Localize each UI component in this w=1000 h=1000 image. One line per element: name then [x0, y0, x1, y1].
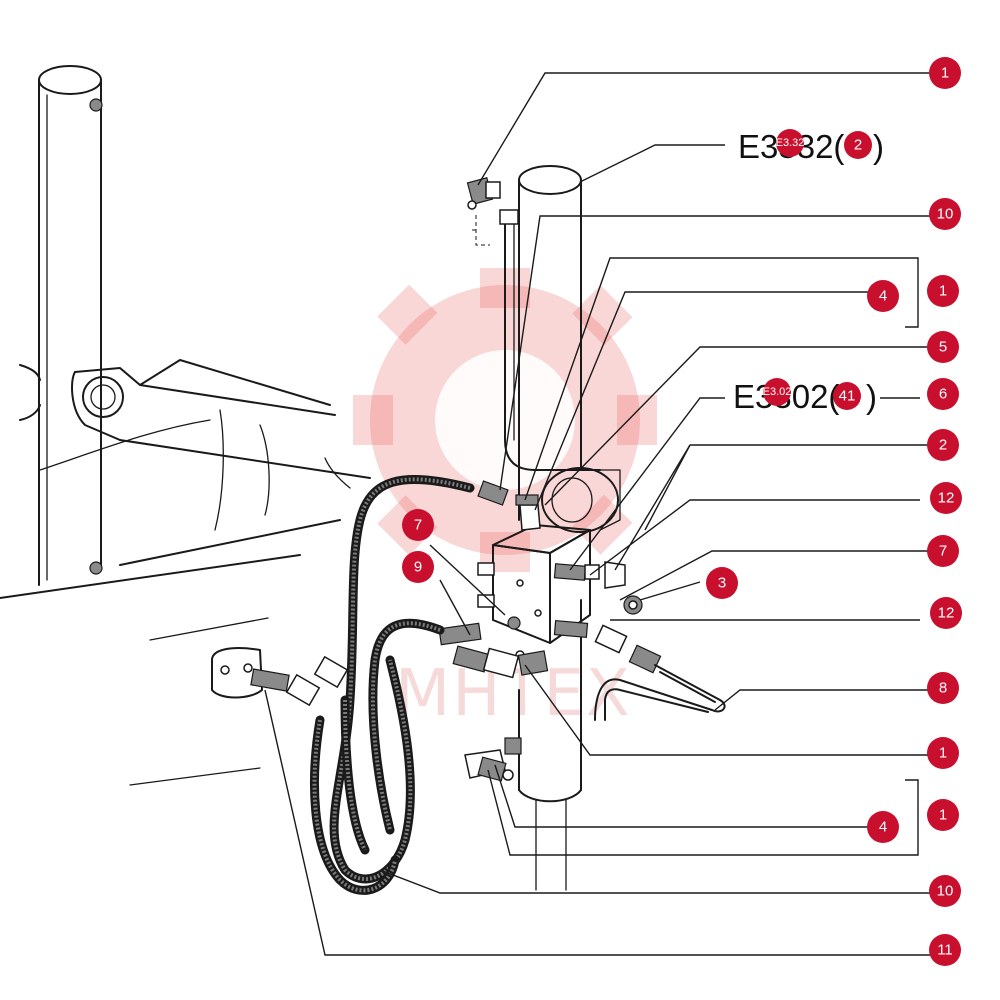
hoses: [310, 474, 475, 895]
callout-11[interactable]: 11: [929, 934, 961, 966]
callout-1[interactable]: 1: [927, 737, 959, 769]
left-column: [19, 65, 103, 586]
svg-text:3: 3: [718, 575, 726, 592]
callout-7[interactable]: 7: [927, 535, 959, 567]
svg-text:11: 11: [937, 942, 953, 959]
callout-1[interactable]: 1: [929, 57, 961, 89]
svg-text:8: 8: [939, 680, 947, 697]
callout-6[interactable]: 6: [927, 378, 959, 410]
reference-overlay: E3.32: [776, 137, 805, 149]
callout-9[interactable]: 9: [402, 551, 434, 583]
right-column: [518, 165, 621, 891]
reference-label-e3332: E3332( ) E3.32 2: [738, 128, 884, 165]
svg-text:1: 1: [941, 65, 949, 82]
callout-3[interactable]: 3: [706, 567, 738, 599]
reference-overlay: E3.02: [763, 386, 792, 398]
svg-text:5: 5: [939, 339, 947, 356]
svg-text:4: 4: [879, 288, 887, 305]
fittings: [211, 177, 662, 782]
leader-lines: [264, 72, 930, 956]
svg-text:10: 10: [937, 883, 954, 900]
svg-text:6: 6: [939, 386, 947, 403]
callout-12[interactable]: 12: [930, 597, 962, 629]
callout-1[interactable]: 1: [927, 275, 959, 307]
callout-2[interactable]: 2: [927, 429, 959, 461]
reference-badge: 41: [839, 388, 856, 405]
svg-text:9: 9: [414, 559, 422, 576]
callout-5[interactable]: 5: [927, 331, 959, 363]
svg-text:12: 12: [938, 490, 955, 507]
reference-close: ): [866, 378, 877, 415]
callout-1[interactable]: 1: [927, 799, 959, 831]
svg-text:7: 7: [939, 543, 947, 560]
reference-badge: 2: [854, 137, 862, 154]
svg-text:1: 1: [939, 807, 947, 824]
reference-close: ): [873, 128, 884, 165]
reference-label-e3302: E3302( ) E3.02 41: [733, 378, 877, 415]
callout-10[interactable]: 10: [929, 198, 961, 230]
svg-text:1: 1: [939, 283, 947, 300]
svg-text:1: 1: [939, 745, 947, 762]
svg-text:12: 12: [938, 605, 955, 622]
callout-12[interactable]: 12: [930, 482, 962, 514]
callout-7[interactable]: 7: [402, 509, 434, 541]
callout-4[interactable]: 4: [867, 811, 899, 843]
svg-text:4: 4: [879, 819, 887, 836]
valve-block: [477, 524, 591, 660]
svg-text:10: 10: [937, 206, 954, 223]
bent-pipe: [594, 664, 726, 721]
boom-arm: [0, 359, 371, 786]
callout-4[interactable]: 4: [867, 280, 899, 312]
callout-8[interactable]: 8: [927, 672, 959, 704]
svg-text:7: 7: [414, 517, 422, 534]
callout-10[interactable]: 10: [929, 875, 961, 907]
svg-text:2: 2: [939, 437, 947, 454]
